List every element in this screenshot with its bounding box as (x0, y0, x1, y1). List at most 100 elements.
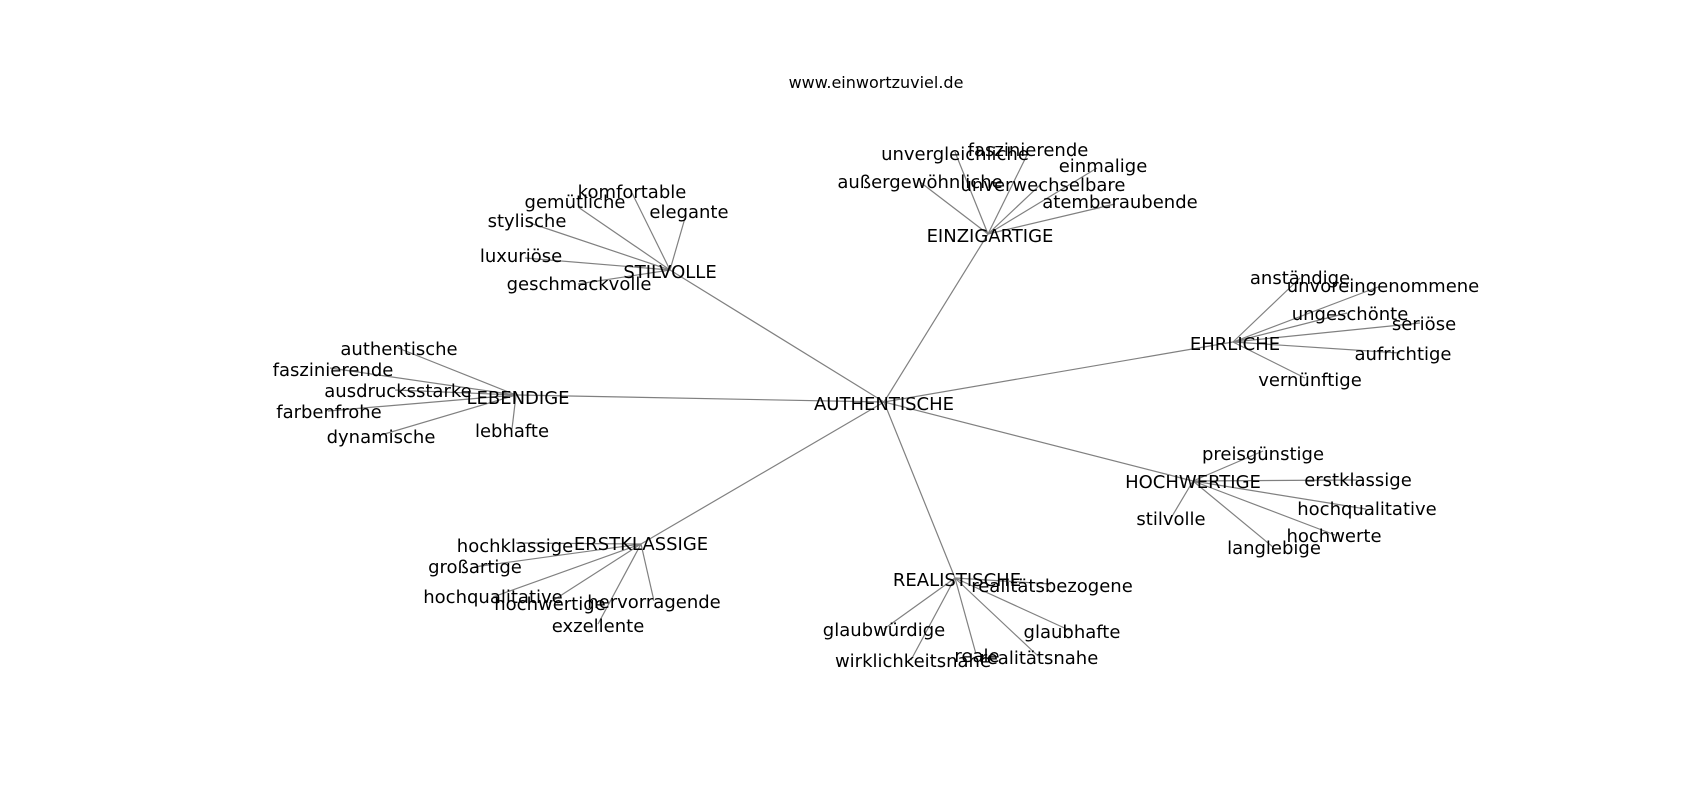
leaf-node-label: reale (954, 646, 999, 667)
leaf-node-label: aufrichtige (1354, 344, 1451, 365)
leaf-node-label: geschmackvolle (507, 274, 652, 295)
edge-leaf (1192, 480, 1336, 536)
leaf-node-label: faszinierende (968, 140, 1089, 161)
hub-node-label: EINZIGARTIGE (927, 226, 1054, 247)
edge-leaf (987, 203, 1116, 235)
edge-root-lebendige (515, 394, 885, 403)
leaf-node-label: hochwertige (494, 594, 605, 615)
leaf-node-label: hochklassige (457, 536, 573, 557)
edge-root-ehrliche (883, 341, 1234, 403)
edge-leaf (329, 367, 517, 396)
leaf-node-label: großartige (428, 557, 522, 578)
leaf-node-label: seriöse (1392, 314, 1456, 335)
leaf-node-label: hochqualitative (1297, 499, 1436, 520)
watermark-text: www.einwortzuviel.de (789, 73, 964, 92)
leaf-node-label: authentische (340, 339, 457, 360)
leaf-node-label: gemütliche (525, 192, 626, 213)
edge-leaf (919, 181, 989, 235)
hub-node-label: LEBENDIGE (466, 388, 569, 409)
edge-leaf (473, 543, 642, 568)
edge-leaf (1232, 322, 1421, 343)
edge-leaf (1232, 341, 1401, 354)
edge-leaf (397, 347, 517, 396)
edge-leaf (954, 151, 989, 235)
edge-leaf (631, 192, 671, 271)
edge-leaf (548, 543, 642, 604)
edge-leaf (511, 394, 517, 430)
leaf-node-label: stylische (488, 211, 567, 232)
edge-leaf (954, 577, 977, 655)
root-node-label: AUTHENTISCHE (814, 394, 954, 415)
edge-leaf (529, 222, 671, 271)
edge-leaf (1232, 312, 1348, 343)
leaf-node-label: faszinierende (273, 360, 394, 381)
hub-node-label: ERSTKLASSIGE (574, 534, 708, 555)
edge-leaf (492, 543, 642, 598)
leaf-node-label: ausdrucksstarke (324, 381, 471, 402)
leaf-node-label: unvoreingenommene (1287, 276, 1480, 297)
leaf-node-label: außergewöhnliche (837, 172, 1002, 193)
leaf-node-label: einmalige (1059, 156, 1148, 177)
leaf-node-label: langlebige (1227, 538, 1321, 559)
hub-node-label: EHRLICHE (1190, 334, 1280, 355)
edge-root-erstklassige (640, 401, 885, 545)
leaf-node-label: elegante (649, 202, 728, 223)
edge-leaf (394, 389, 517, 396)
edge-leaf (954, 577, 1039, 657)
edge-leaf (577, 206, 671, 271)
edge-leaf (1192, 450, 1264, 482)
edge-leaf (380, 394, 517, 436)
edge-root-realistische (883, 401, 956, 579)
edge-leaf (1192, 479, 1358, 482)
leaf-node-label: hochqualitative (423, 587, 562, 608)
leaf-node-label: stilvolle (1136, 509, 1205, 530)
edge-leaf (954, 577, 1072, 632)
leaf-node-label: wirklichkeitsnahe (835, 651, 991, 672)
hub-node-label: STILVOLLE (623, 262, 716, 283)
leaf-node-label: farbenfrohe (276, 402, 382, 423)
edge-leaf (669, 217, 686, 271)
edge-leaf (1232, 286, 1379, 343)
edge-leaf (1232, 277, 1301, 343)
leaf-node-label: realitätsnahe (980, 648, 1099, 669)
hub-node-label: HOCHWERTIGE (1125, 472, 1261, 493)
leaf-node-label: lebhafte (475, 421, 549, 442)
leaf-node-label: luxuriöse (480, 246, 562, 267)
edge-leaf (883, 577, 956, 630)
edge-leaf (987, 167, 1098, 235)
edge-leaf (1192, 480, 1367, 510)
leaf-node-label: glaubhafte (1024, 622, 1121, 643)
leaf-node-label: vernünftige (1258, 370, 1362, 391)
edge-leaf (1170, 480, 1194, 519)
leaf-node-label: erstklassige (1304, 470, 1412, 491)
edge-leaf (987, 152, 1029, 235)
edge-leaf (524, 257, 671, 271)
edge-leaf (327, 394, 517, 412)
leaf-node-label: anständige (1250, 268, 1350, 289)
edge-leaf (640, 543, 655, 602)
edge-leaf (597, 543, 642, 625)
edge-leaf (1232, 341, 1306, 379)
edge-root-stilvolle (669, 269, 885, 403)
leaf-node-label: hervorragende (587, 592, 720, 613)
leaf-node-label: glaubwürdige (823, 620, 945, 641)
edge-root-einzigartige (883, 233, 989, 403)
leaf-node-label: exzellente (552, 616, 645, 637)
leaf-node-label: dynamische (327, 427, 436, 448)
leaf-node-label: preisgünstige (1202, 444, 1324, 465)
leaf-node-label: hochwerte (1286, 526, 1381, 547)
edge-leaf (1192, 480, 1274, 548)
edge-leaf (910, 577, 956, 661)
leaf-node-label: unvergleichliche (881, 144, 1029, 165)
leaf-node-label: komfortable (578, 182, 687, 203)
edge-leaf (987, 184, 1041, 235)
edge-leaf (954, 577, 1052, 585)
edge-leaf (577, 269, 671, 285)
leaf-node-label: realitätsbezogene (971, 576, 1133, 597)
edges-layer (327, 151, 1421, 661)
edge-root-hochwertige (883, 401, 1194, 482)
leaf-node-label: atemberaubende (1042, 192, 1197, 213)
leaf-node-label: unverwechselbare (960, 175, 1125, 196)
leaf-node-label: ungeschönte (1292, 304, 1409, 325)
